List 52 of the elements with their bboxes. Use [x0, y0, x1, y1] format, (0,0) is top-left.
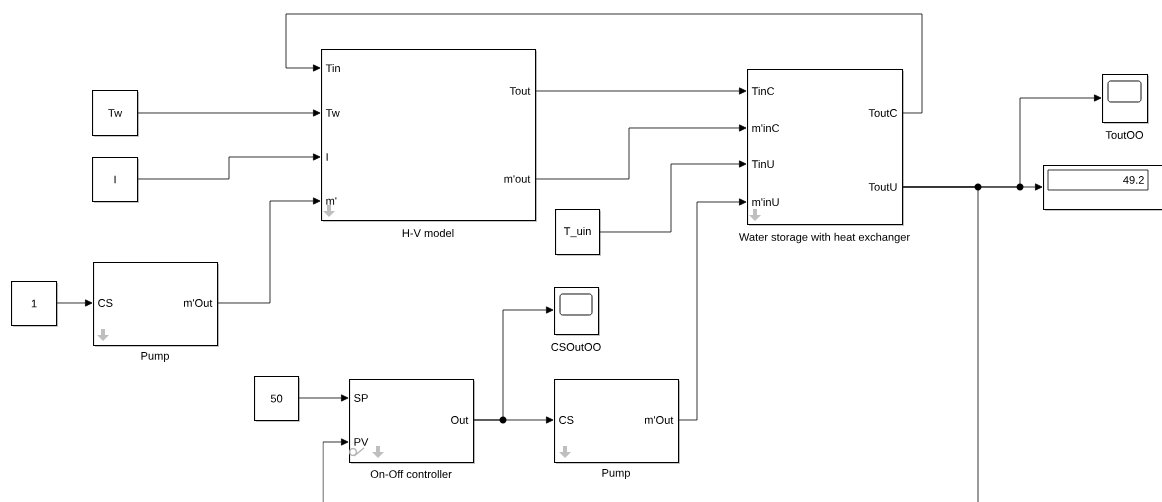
port-label: TinC	[751, 86, 775, 96]
subsystem-block	[349, 379, 475, 464]
constant-block: I	[92, 157, 139, 203]
constant-block: 1	[11, 281, 58, 327]
subsystem-block	[93, 262, 219, 347]
port-label: SP	[354, 394, 368, 402]
signal-line	[902, 186, 979, 502]
block-name: Water storage with heat exchanger	[738, 232, 910, 244]
port-label: m'out	[504, 175, 531, 183]
port-label: Tin	[325, 64, 340, 72]
port-label: m'inC	[752, 123, 780, 133]
block-name: On-Off controller	[370, 469, 452, 479]
port-label: I	[326, 153, 328, 161]
block-name: CSOutOO	[551, 343, 601, 351]
port-label: Out	[451, 416, 469, 424]
block-name: Pump	[141, 352, 169, 362]
signal-line	[535, 87, 747, 95]
port-label: ToutU	[868, 183, 897, 191]
signal-line	[217, 197, 321, 304]
subsystem-block	[554, 379, 680, 464]
signal-line	[535, 124, 747, 180]
display-block: 49.2	[1043, 165, 1162, 211]
subsystem-block	[747, 69, 904, 226]
port-label: m'	[326, 197, 337, 205]
scope-block	[1102, 74, 1149, 124]
signal-line	[137, 109, 321, 117]
port-label: CS	[98, 299, 113, 307]
signal-line	[473, 306, 554, 421]
subsystem-block	[321, 49, 537, 222]
scope-block	[554, 287, 600, 336]
port-label: Tout	[509, 87, 531, 95]
signal-line	[56, 299, 93, 307]
signal-line	[298, 394, 349, 402]
signal-line	[678, 198, 747, 421]
block-name: H-V model	[402, 228, 454, 238]
signal-line	[285, 13, 923, 114]
signal-line	[599, 160, 747, 233]
port-label: Tw	[325, 109, 340, 117]
port-label: m'Out	[644, 416, 674, 424]
port-label: PV	[354, 438, 369, 446]
block-name: ToutOO	[1105, 131, 1144, 139]
port-label: m'Out	[184, 299, 213, 307]
signal-line	[137, 153, 321, 180]
constant-block: T_uin	[555, 209, 601, 256]
constant-block: Tw	[92, 90, 139, 137]
port-label: m'inU	[752, 197, 779, 207]
constant-block: 50	[254, 376, 300, 422]
port-label: TinU	[751, 159, 774, 169]
signal-line	[322, 438, 349, 502]
port-label: CS	[559, 416, 574, 424]
block-name: Pump	[602, 469, 630, 479]
port-label: ToutC	[868, 109, 897, 117]
